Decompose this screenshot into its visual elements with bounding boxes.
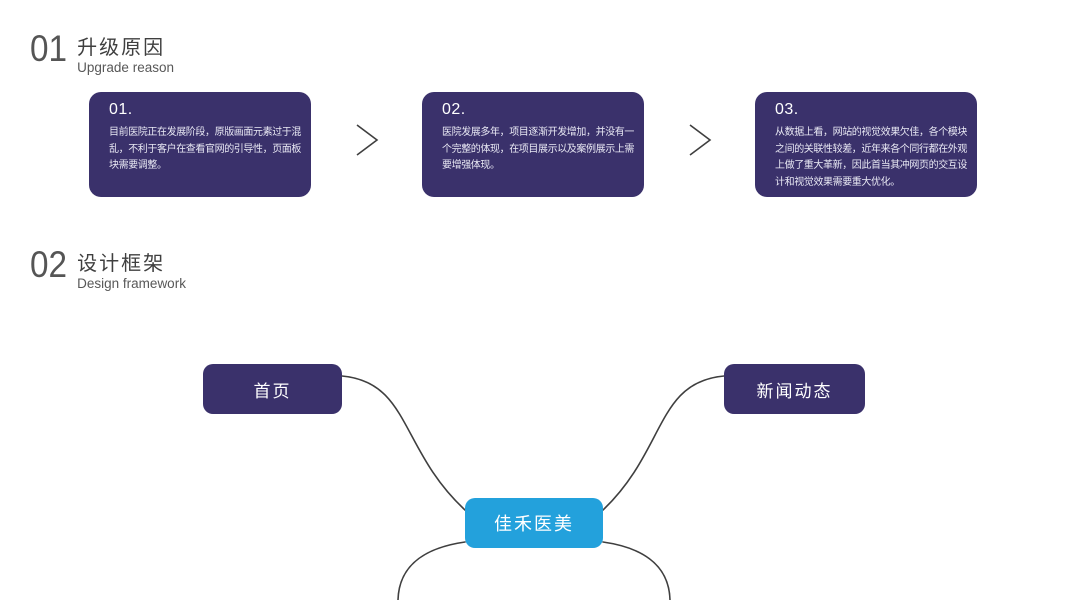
mindmap-center-node: 佳禾医美 bbox=[465, 498, 603, 548]
reason-card-3-text: 从数据上看，网站的视觉效果欠佳，各个模块之间的关联性较差，近年来各个同行都在外观… bbox=[775, 127, 967, 188]
section-2-number: 02 bbox=[30, 244, 68, 285]
section-2-title: 设计框架 bbox=[77, 253, 166, 275]
reason-card-1: 01. 目前医院正在发展阶段，原版画面元素过于混乱，不利于客户在查看官网的引导性… bbox=[89, 92, 311, 197]
section-1-number: 01 bbox=[30, 28, 68, 69]
mindmap-node-news: 新闻动态 bbox=[724, 364, 865, 414]
reason-cards-row: 01. 目前医院正在发展阶段，原版画面元素过于混乱，不利于客户在查看官网的引导性… bbox=[89, 92, 977, 197]
reason-card-1-text: 目前医院正在发展阶段，原版画面元素过于混乱，不利于客户在查看官网的引导性，页面板… bbox=[109, 127, 301, 172]
reason-card-3-number: 03. bbox=[775, 101, 799, 118]
section-2-titles: 设计框架 Design framework bbox=[77, 247, 186, 291]
section-1-title: 升级原因 bbox=[77, 37, 166, 59]
connector-home-to-center bbox=[341, 375, 466, 511]
reason-card-2: 02. 医院发展多年，项目逐渐开发增加，并没有一个完整的体现，在项目展示以及案例… bbox=[422, 92, 644, 197]
section-1-titles: 升级原因 Upgrade reason bbox=[77, 31, 174, 75]
connector-center-bottom-right bbox=[602, 541, 671, 600]
reason-card-3: 03. 从数据上看，网站的视觉效果欠佳，各个模块之间的关联性较差，近年来各个同行… bbox=[755, 92, 977, 197]
connector-news-to-center bbox=[602, 375, 725, 511]
connector-center-bottom-left bbox=[397, 541, 466, 600]
section-1-subtitle: Upgrade reason bbox=[77, 60, 174, 75]
section-1-header: 01 升级原因 Upgrade reason bbox=[30, 28, 174, 75]
card-separator-2 bbox=[644, 92, 755, 197]
section-2-subtitle: Design framework bbox=[77, 276, 186, 291]
card-separator-1 bbox=[311, 92, 422, 197]
chevron-right-icon bbox=[356, 123, 378, 156]
section-2-header: 02 设计框架 Design framework bbox=[30, 244, 186, 291]
mindmap-node-home: 首页 bbox=[203, 364, 342, 414]
reason-card-2-text: 医院发展多年，项目逐渐开发增加，并没有一个完整的体现，在项目展示以及案例展示上需… bbox=[442, 127, 634, 172]
chevron-right-icon bbox=[689, 123, 711, 156]
reason-card-2-number: 02. bbox=[442, 101, 466, 118]
reason-card-1-number: 01. bbox=[109, 101, 133, 118]
